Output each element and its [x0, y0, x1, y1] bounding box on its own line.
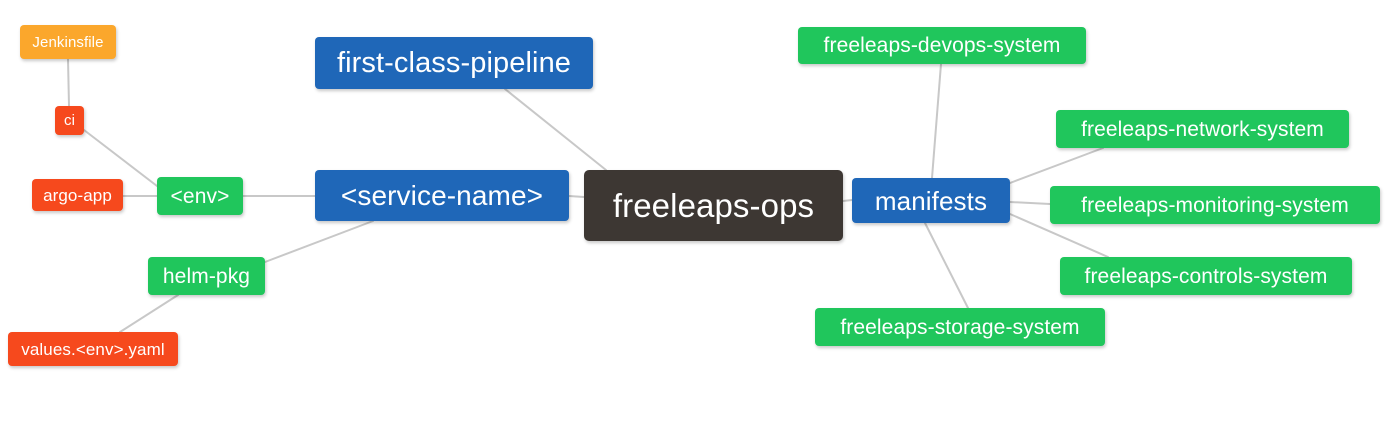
node-label-service-name: <service-name>	[340, 179, 544, 211]
edge-ops-manifests	[842, 199, 853, 202]
node-label-freeleaps-ops: freeleaps-ops	[612, 187, 815, 224]
node-ci[interactable]: ci	[55, 106, 84, 135]
node-label-values-env-yaml: values.<env>.yaml	[21, 339, 165, 359]
edge-manifests-monitoring	[1009, 201, 1051, 205]
edge-manifests-storage	[924, 222, 969, 309]
node-first-class-pipeline[interactable]: first-class-pipeline	[315, 37, 593, 89]
node-freeleaps-monitoring-system[interactable]: freeleaps-monitoring-system	[1050, 186, 1380, 224]
node-label-jenkinsfile: Jenkinsfile	[32, 33, 104, 51]
edge-service-name-helm-pkg	[264, 220, 374, 263]
node-freeleaps-ops[interactable]: freeleaps-ops	[584, 170, 843, 241]
node-label-manifests: manifests	[874, 185, 988, 216]
edge-ci-jenkinsfile	[67, 58, 70, 107]
node-label-argo-app: argo-app	[43, 185, 112, 205]
node-label-env: <env>	[170, 184, 230, 208]
node-label-first-class-pipeline: first-class-pipeline	[336, 46, 572, 79]
node-service-name[interactable]: <service-name>	[315, 170, 569, 221]
edge-ops-service-name	[568, 195, 585, 198]
node-values-env-yaml[interactable]: values.<env>.yaml	[8, 332, 178, 366]
node-freeleaps-devops-system[interactable]: freeleaps-devops-system	[798, 27, 1086, 64]
node-manifests[interactable]: manifests	[852, 178, 1010, 223]
node-label-helm-pkg: helm-pkg	[162, 264, 251, 288]
node-env[interactable]: <env>	[157, 177, 243, 215]
node-label-freeleaps-network-system: freeleaps-network-system	[1081, 117, 1324, 141]
node-freeleaps-storage-system[interactable]: freeleaps-storage-system	[815, 308, 1105, 346]
node-label-freeleaps-devops-system: freeleaps-devops-system	[823, 34, 1061, 57]
node-jenkinsfile[interactable]: Jenkinsfile	[20, 25, 116, 59]
node-label-ci: ci	[63, 112, 76, 129]
edge-manifests-network	[1009, 147, 1104, 184]
edge-manifests-devops	[931, 63, 942, 179]
edge-ops-first-class-pipeline	[504, 88, 607, 171]
node-label-freeleaps-controls-system: freeleaps-controls-system	[1084, 264, 1328, 288]
edge-env-ci	[83, 129, 158, 187]
node-label-freeleaps-storage-system: freeleaps-storage-system	[840, 315, 1080, 339]
node-freeleaps-controls-system[interactable]: freeleaps-controls-system	[1060, 257, 1352, 295]
node-argo-app[interactable]: argo-app	[32, 179, 123, 211]
node-label-freeleaps-monitoring-system: freeleaps-monitoring-system	[1081, 193, 1349, 217]
node-freeleaps-network-system[interactable]: freeleaps-network-system	[1056, 110, 1349, 148]
edge-helm-pkg-values	[119, 294, 179, 333]
node-helm-pkg[interactable]: helm-pkg	[148, 257, 265, 295]
